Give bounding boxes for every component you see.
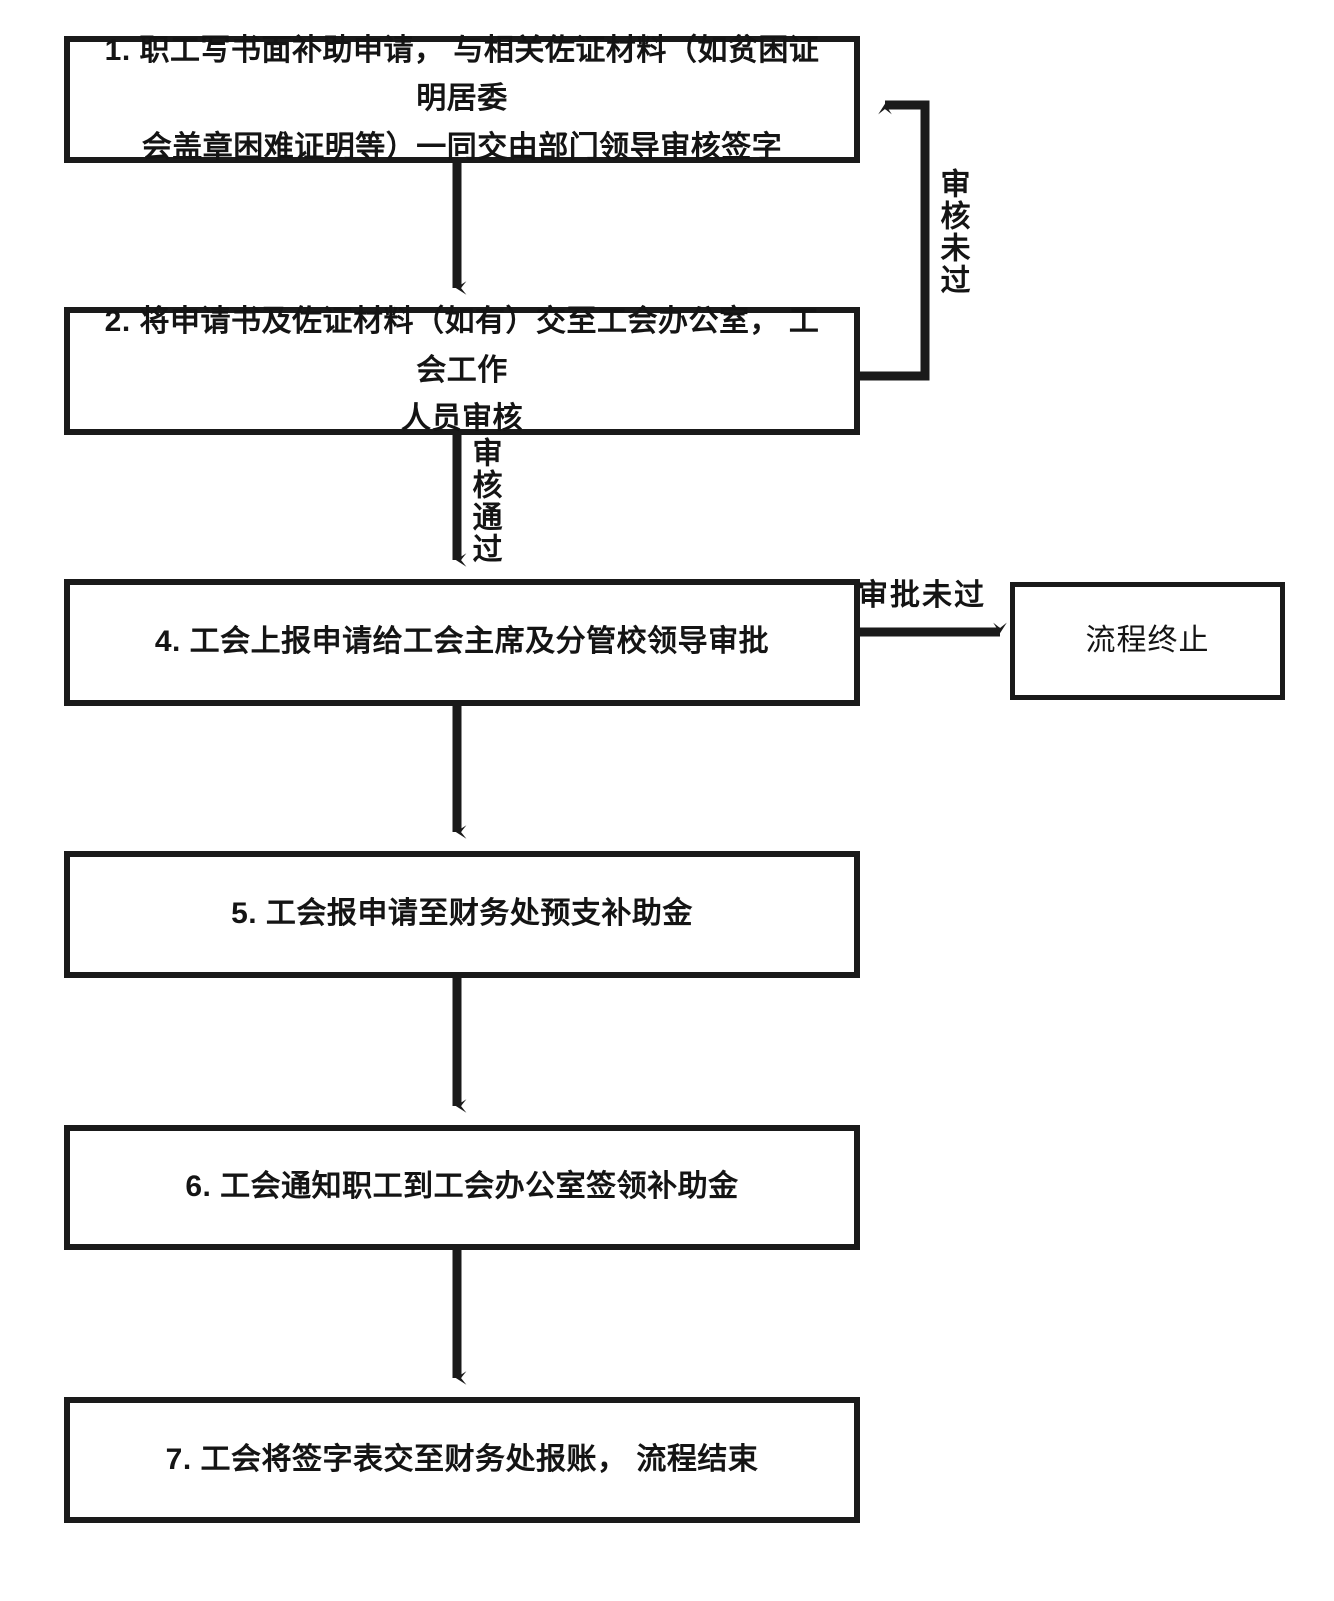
process-step-6[interactable]: 6. 工会通知职工到工会办公室签领补助金 [64,1125,860,1250]
edge-step2-to-step1-reject [860,100,930,381]
edge-label-review-rejected: 审核未过 [935,168,969,296]
process-step-4[interactable]: 4. 工会上报申请给工会主席及分管校领导审批 [64,579,860,706]
process-step-5[interactable]: 5. 工会报申请至财务处预支补助金 [64,851,860,978]
step-2-label: 2. 将申请书及佐证材料（如有）交至工会办公室， 工会工作 人员审核 [104,305,820,436]
process-step-1[interactable]: 1. 职工写书面补助申请， 与相关佐证材料（如贫困证明居委 会盖章困难证明等）一… [64,34,860,164]
step-6-label: 6. 工会通知职工到工会办公室签领补助金 [185,1170,739,1204]
process-step-2[interactable]: 2. 将申请书及佐证材料（如有）交至工会办公室， 工会工作 人员审核 [64,305,860,435]
terminal-node-process-end[interactable]: 流程终止 [1010,582,1285,700]
edge-label-review-passed: 审核通过 [467,437,501,565]
process-step-7[interactable]: 7. 工会将签字表交至财务处报账， 流程结束 [64,1397,860,1523]
edge-label-approval-rejected: 审批未过 [858,579,986,612]
terminate-label: 流程终止 [1085,623,1210,657]
step-1-label: 1. 职工写书面补助申请， 与相关佐证材料（如贫困证明居委 会盖章困难证明等）一… [104,33,820,164]
step-7-label: 7. 工会将签字表交至财务处报账， 流程结束 [165,1442,759,1476]
step-5-label: 5. 工会报申请至财务处预支补助金 [231,897,693,931]
step-4-label: 4. 工会上报申请给工会主席及分管校领导审批 [154,625,770,659]
